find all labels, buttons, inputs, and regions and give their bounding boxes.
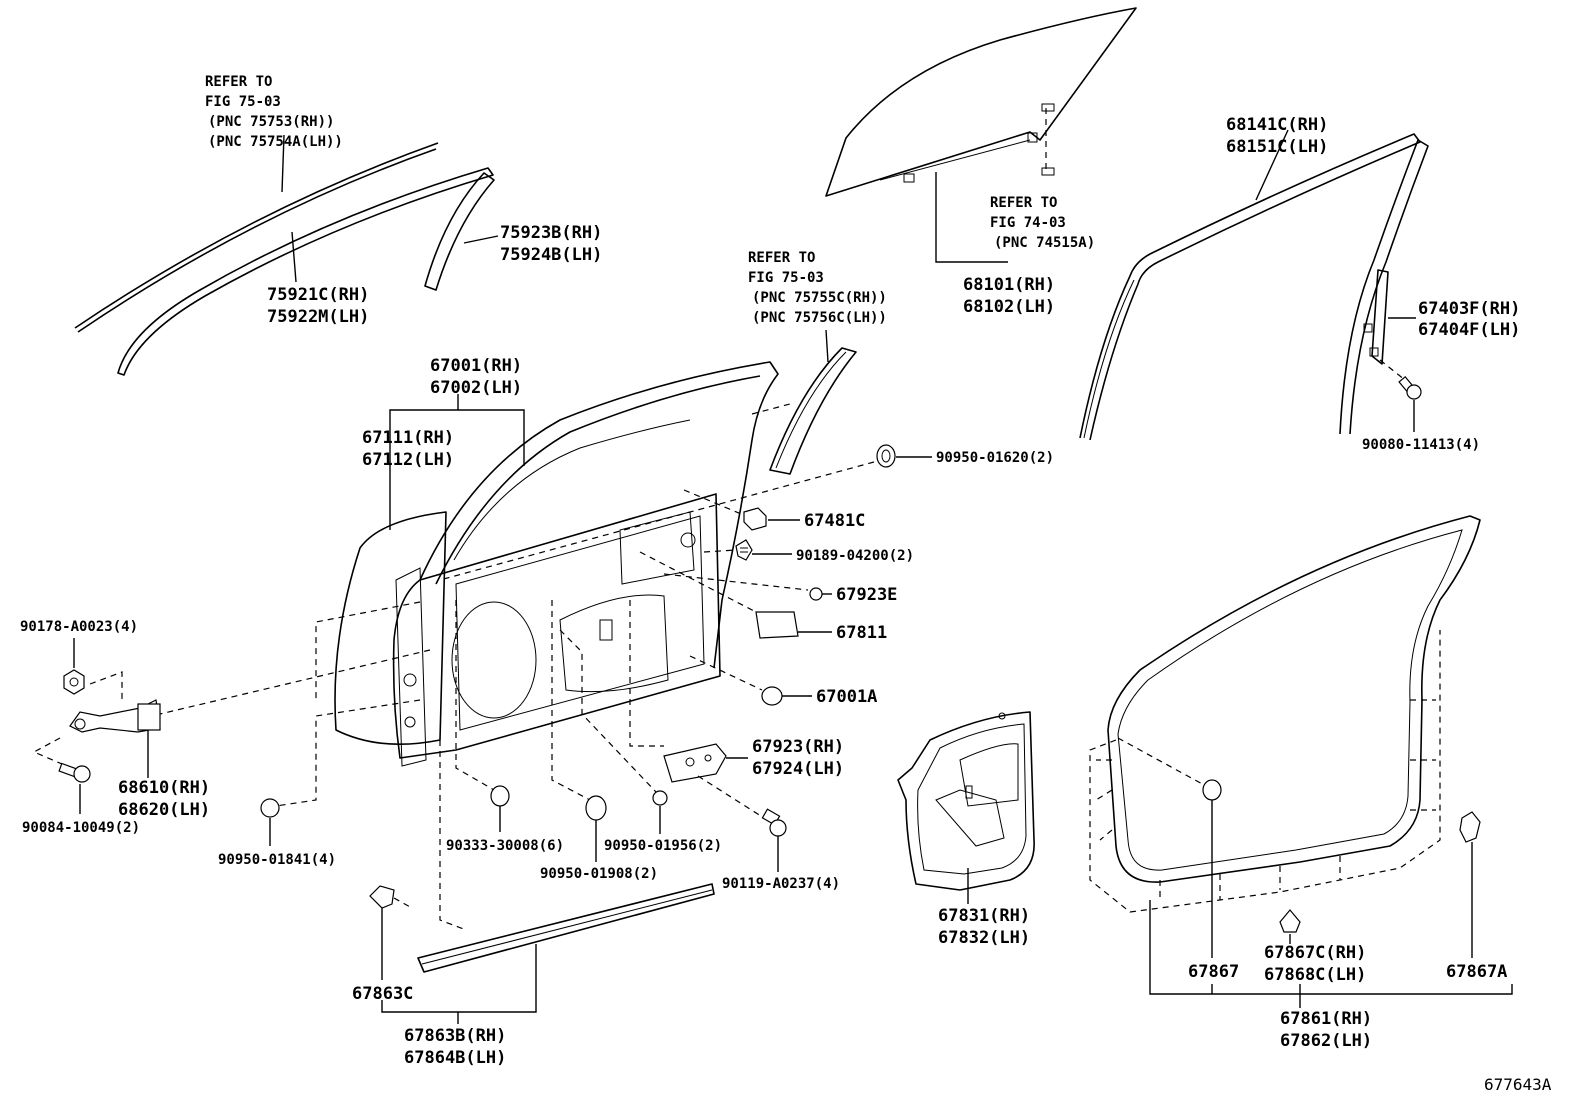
label-67831: 67831(RH) (938, 906, 1030, 926)
label-67832: 67832(LH) (938, 928, 1030, 948)
label-90178: 90178-A0023(4) (20, 619, 138, 635)
label-90950-01908: 90950-01908(2) (540, 866, 658, 882)
glass-run-channel (1079, 133, 1429, 441)
plug-67001A-icon (761, 686, 783, 706)
door-glass (825, 7, 1137, 197)
grommet-90950-01620-icon (876, 444, 896, 468)
label-67481C: 67481C (804, 511, 865, 531)
refer-glass-1: REFER TO (990, 195, 1057, 211)
label-75921C: 75921C(RH) (267, 285, 369, 305)
clip-67867C-icon (1279, 909, 1301, 933)
label-75924B: 75924B(LH) (500, 245, 602, 265)
label-67861: 67861(RH) (1280, 1009, 1372, 1029)
belt-molding-75921 (117, 167, 494, 376)
clip-67867A-icon (1459, 811, 1481, 843)
label-67868C: 67868C(LH) (1264, 965, 1366, 985)
label-67403F: 67403F(RH) (1418, 299, 1520, 319)
label-75923B: 75923B(RH) (500, 223, 602, 243)
nut-90178-icon (63, 669, 85, 695)
label-67862: 67862(LH) (1280, 1031, 1372, 1051)
label-90950-01620: 90950-01620(2) (936, 450, 1054, 466)
label-67923: 67923(RH) (752, 737, 844, 757)
door-shell (334, 361, 779, 767)
label-67811: 67811 (836, 623, 887, 643)
label-68101: 68101(RH) (963, 275, 1055, 295)
bolt-90119-icon (761, 808, 787, 837)
label-90950-01956: 90950-01956(2) (604, 838, 722, 854)
label-75922M: 75922M(LH) (267, 307, 369, 327)
refer-top-left-3: (PNC 75753(RH)) (208, 114, 334, 130)
label-67867: 67867 (1188, 962, 1239, 982)
label-67002: 67002(LH) (430, 378, 522, 398)
label-67112: 67112(LH) (362, 450, 454, 470)
plug-90333-icon (490, 785, 510, 807)
pad-67811-icon (755, 611, 799, 639)
division-bar-67403 (1363, 269, 1389, 365)
refer-mid-2: FIG 75-03 (748, 270, 824, 286)
clip-67863C-icon (369, 885, 395, 909)
label-67001A: 67001A (816, 687, 877, 707)
rocker-molding-67863 (417, 883, 715, 973)
bracket-67923-icon (663, 743, 727, 783)
service-hole-cover-67831 (897, 711, 1035, 891)
refer-top-left-2: FIG 75-03 (205, 94, 281, 110)
label-67924: 67924(LH) (752, 759, 844, 779)
label-67001: 67001(RH) (430, 356, 522, 376)
refer-glass-2: FIG 74-03 (990, 215, 1066, 231)
plug-90950-01841-icon (260, 798, 280, 818)
label-67923E: 67923E (836, 585, 897, 605)
bolt-90080-icon (1398, 375, 1422, 400)
label-68151C: 68151C(LH) (1226, 137, 1328, 157)
diagram-id: 677643A (1484, 1075, 1552, 1094)
frame-molding (769, 347, 857, 475)
label-68620: 68620(LH) (118, 800, 210, 820)
label-67111: 67111(RH) (362, 428, 454, 448)
clip-67867-icon (1202, 779, 1222, 801)
refer-mid-4: (PNC 75756C(LH)) (752, 310, 887, 326)
bolt-90084-icon (58, 762, 91, 783)
clip-90189-icon (735, 539, 753, 561)
label-67404F: 67404F(LH) (1418, 320, 1520, 340)
label-90189: 90189-04200(2) (796, 548, 914, 564)
label-67863C: 67863C (352, 984, 413, 1004)
label-67864B: 67864B(LH) (404, 1048, 506, 1068)
label-90080: 90080-11413(4) (1362, 437, 1480, 453)
label-90084: 90084-10049(2) (22, 820, 140, 836)
label-90119: 90119-A0237(4) (722, 876, 840, 892)
label-68610: 68610(RH) (118, 778, 210, 798)
grommet-90950-01956-icon (652, 790, 668, 806)
refer-mid-1: REFER TO (748, 250, 815, 266)
label-67867C: 67867C(RH) (1264, 943, 1366, 963)
label-68102: 68102(LH) (963, 297, 1055, 317)
label-90333: 90333-30008(6) (446, 838, 564, 854)
roof-molding-upper (74, 142, 439, 333)
refer-glass-3: (PNC 74515A) (994, 235, 1095, 251)
door-check-68610-icon (69, 699, 161, 733)
refer-top-left-4: (PNC 75754A(LH)) (208, 134, 343, 150)
door-weatherstrip-67861 (1089, 515, 1481, 913)
clip-67923E-icon (809, 587, 823, 601)
refer-mid-3: (PNC 75755C(RH)) (752, 290, 887, 306)
label-68141C: 68141C(RH) (1226, 115, 1328, 135)
label-67867A: 67867A (1446, 962, 1507, 982)
pillar-molding-75923 (424, 172, 495, 291)
refer-top-left-1: REFER TO (205, 74, 272, 90)
label-67863B: 67863B(RH) (404, 1026, 506, 1046)
cushion-67481C-icon (743, 507, 767, 531)
label-90950-01841: 90950-01841(4) (218, 852, 336, 868)
plug-90950-01908-icon (585, 795, 607, 821)
